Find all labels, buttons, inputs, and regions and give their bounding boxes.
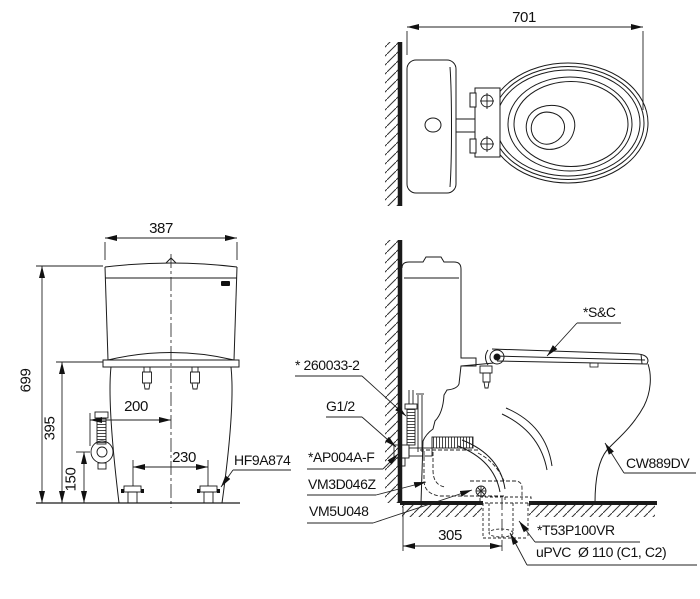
dim-label-230: 230 (172, 449, 196, 466)
trap-bolt-symbol (475, 485, 487, 497)
water-spot-outline (525, 104, 576, 150)
side-view (295, 240, 697, 566)
dim-699 (36, 265, 103, 503)
hinge-bolts (480, 93, 494, 152)
dim-label-395: 395 (41, 416, 59, 441)
seat-bolts (142, 366, 200, 390)
dim-395 (56, 361, 103, 503)
dim-200 (89, 413, 171, 446)
seat-side (485, 348, 649, 368)
dim-label-150: 150 (62, 467, 80, 492)
dim-701 (406, 24, 644, 110)
part-label-flush-valve: VM3D046Z (308, 476, 376, 492)
dim-label-699: 699 (17, 368, 35, 393)
top-view (385, 24, 649, 206)
part-label-model: CW889DV (626, 455, 690, 471)
flush-button (424, 117, 442, 133)
supply-pipe-side (404, 390, 418, 446)
dim-label-305: 305 (438, 527, 462, 544)
flush-valve-internals (420, 449, 523, 500)
wall-hatch-top-view (385, 42, 398, 206)
front-view (36, 235, 291, 508)
dim-305 (402, 507, 502, 551)
part-label-supply-pipe: * 260033-2 (295, 357, 360, 373)
bowl-front-profile (594, 363, 651, 504)
tank-top-view (406, 59, 457, 194)
part-label-thread: G1/2 (326, 398, 355, 414)
dim-label-200: 200 (124, 398, 148, 415)
part-label-floor-fixing: HF9A874 (234, 452, 291, 468)
dim-230 (132, 460, 209, 486)
dim-label-387: 387 (149, 220, 173, 237)
floor-hatch-right (529, 505, 655, 517)
hinge-plate (474, 87, 501, 158)
floor-hatch-left (402, 505, 482, 517)
supply-valve-front (90, 411, 114, 470)
part-label-drain-pipe: uPVC Ø 110 (C1, C2) (536, 544, 667, 560)
toto-logo-mark (221, 281, 230, 286)
stop-valve-side (393, 444, 433, 467)
tank-side-profile (401, 256, 477, 504)
dim-387 (104, 235, 238, 260)
part-label-seat-cover: *S&C (583, 304, 616, 320)
drain-assembly (479, 496, 532, 539)
part-label-trap-fitting: VM5U048 (309, 503, 369, 519)
part-label-angle-valve: *AP004A-F (308, 449, 375, 465)
threaded-connector (431, 436, 474, 449)
wall-hatch-side-view (385, 240, 398, 503)
leader-hf9a874 (220, 469, 291, 488)
label-leaders (295, 322, 697, 566)
dim-150 (76, 451, 90, 503)
floor-bolts (121, 485, 220, 504)
dim-label-701: 701 (512, 9, 536, 26)
part-label-drain-socket: *T53P100VR (537, 522, 615, 538)
seat-connector (479, 365, 493, 389)
